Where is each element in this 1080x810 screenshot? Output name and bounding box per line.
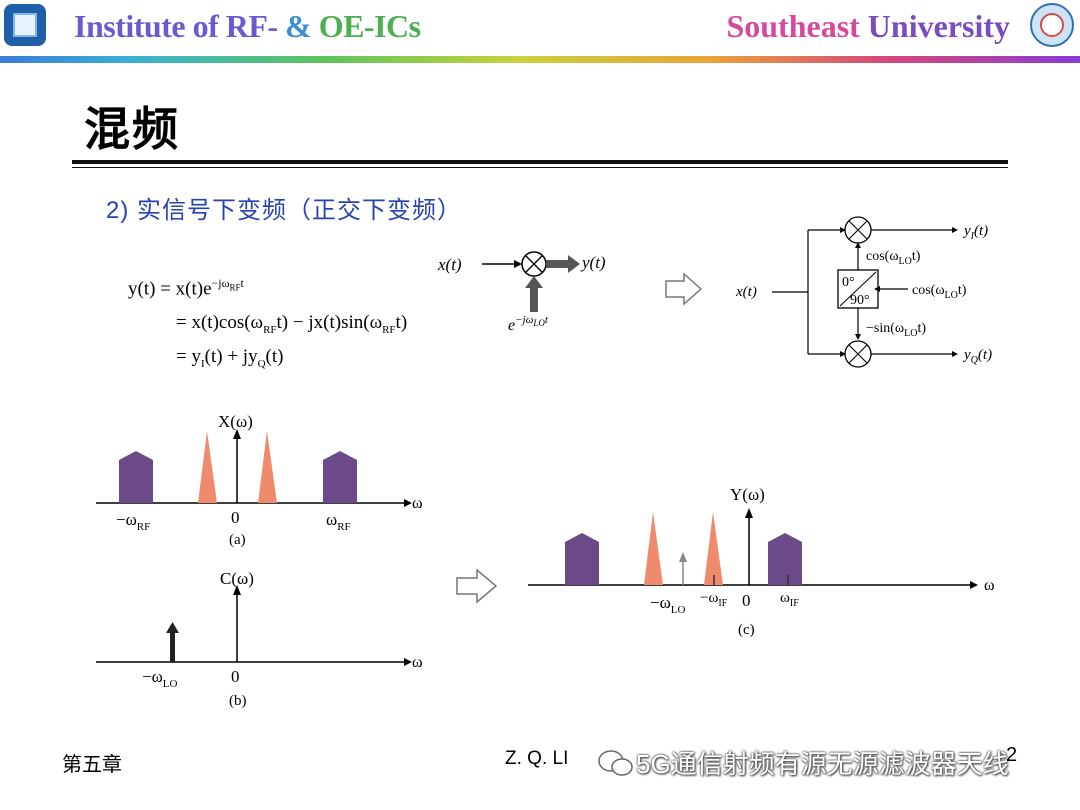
header-divider: [0, 56, 1080, 63]
plot-c-x-axis-label: ω: [984, 577, 995, 594]
quadrature-mixer-diagram: x(t) yI(t) yQ(t) 0° 90° cos(ωLOt) cos(ωL…: [735, 216, 992, 368]
mixer-input-label: x(t): [437, 255, 462, 274]
footer-author: Z. Q. LI: [505, 748, 569, 769]
mixer-output-label: y(t): [580, 253, 606, 272]
spectrum-plot-b: ω C(ω) −ωLO 0 (b): [96, 569, 423, 709]
wechat-icon: [598, 750, 633, 776]
lo-input-arrow-icon: [525, 276, 543, 288]
section-subtitle: 2) 实信号下变频（正交下变频）: [106, 197, 463, 224]
cos-lo-top-label: cos(ωLOt): [866, 249, 921, 267]
university-logo: [1030, 3, 1074, 47]
plot-a-y-axis-label: X(ω): [218, 412, 253, 431]
plot-a-x-axis-label: ω: [412, 495, 423, 512]
plot-a-caption: (a): [229, 532, 246, 548]
plot-c-y-axis-label: Y(ω): [730, 485, 765, 504]
footer-page-number: 2: [1006, 744, 1018, 766]
sin-lo-label: −sin(ωLOt): [866, 321, 926, 339]
lo-signal-label: e−jωLOt: [508, 314, 549, 334]
footer-watermark: 5G通信射频有源无源滤波器天线: [636, 749, 1009, 779]
lo-impulse: [170, 631, 175, 662]
plot-c-tick-pos-if: ωIF: [780, 590, 799, 609]
equation-line-2: = x(t)cos(ωRFt) − jx(t)sin(ωRFt): [176, 312, 408, 336]
output-q-label: yQ(t): [962, 347, 992, 366]
rf-band-positive: [323, 451, 357, 503]
plot-a-tick-zero: 0: [231, 508, 240, 527]
if-band-negative-c: [644, 512, 663, 585]
plot-b-x-axis-label: ω: [412, 654, 423, 671]
university-name: Southeast University: [726, 8, 1010, 44]
footer-chapter: 第五章: [62, 754, 122, 776]
plot-b-tick-neg-lo: −ωLO: [142, 667, 178, 690]
plot-c-tick-neg-lo: −ωLO: [650, 593, 686, 616]
lo-impulse-arrow-icon: [166, 622, 179, 633]
if-band-right: [258, 431, 277, 503]
title-rule: [72, 160, 1008, 164]
rf-band-negative-c: [565, 533, 599, 585]
plot-b-caption: (b): [229, 693, 247, 709]
if-band-positive-c: [704, 512, 723, 585]
if-band-left: [198, 431, 217, 503]
output-i-label: yI(t): [962, 223, 988, 242]
complex-mixer-diagram: x(t) y(t) e−jωLOt: [437, 251, 606, 334]
cos-lo-input-label: cos(ωLOt): [912, 283, 967, 301]
spectrum-plot-c: ω Y(ω) −ωLO −ωIF 0 ωIF (c): [528, 485, 995, 638]
rf-band-negative: [119, 451, 153, 503]
plot-c-tick-zero: 0: [742, 591, 751, 610]
institute-title: Institute of RF- & OE-ICs: [74, 8, 421, 44]
institute-logo: [4, 4, 46, 46]
transform-arrow-icon: [665, 272, 703, 306]
convolution-arrow-icon: [456, 568, 498, 604]
phase-90-label: 90°: [850, 293, 870, 308]
plot-c-tick-neg-if: −ωIF: [700, 590, 728, 609]
plot-a-tick-neg-rf: −ωRF: [116, 510, 150, 533]
output-arrow-icon: [568, 255, 580, 273]
plot-b-y-axis-label: C(ω): [220, 569, 254, 588]
equation-line-1: y(t) = x(t)e−jωRFt: [128, 276, 244, 300]
equation-line-3: = yI(t) + jyQ(t): [176, 346, 284, 370]
plot-a-tick-pos-rf: ωRF: [326, 510, 351, 533]
phase-0-label: 0°: [842, 275, 855, 290]
spectrum-plot-a: ω X(ω) −ωRF 0 ωRF (a): [96, 412, 423, 548]
quad-input-label: x(t): [735, 284, 757, 300]
plot-b-tick-zero: 0: [231, 667, 240, 686]
title-rule-thin: [72, 167, 1008, 168]
plot-c-caption: (c): [738, 622, 755, 638]
rf-band-positive-c: [768, 533, 802, 585]
page-title: 混频: [84, 103, 180, 155]
